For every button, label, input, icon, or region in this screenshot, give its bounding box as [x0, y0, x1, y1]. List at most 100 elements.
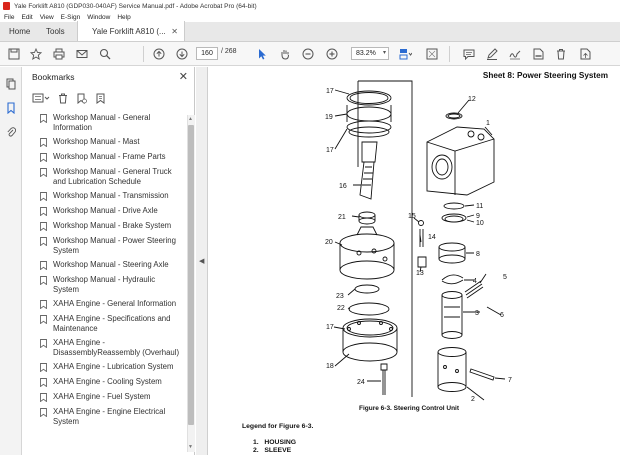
close-panel-icon[interactable]: ✕	[178, 71, 188, 83]
close-tab-icon[interactable]: ✕	[171, 26, 178, 36]
delete-bookmark-icon[interactable]	[56, 92, 69, 104]
window-title: Yale Forklift A810 (GDP030-040AF) Servic…	[14, 2, 257, 10]
hand-tool-icon[interactable]	[278, 46, 292, 62]
callout-number: 7	[508, 377, 512, 384]
tab-bar: Home Tools Yale Forklift A810 (... ✕	[0, 21, 620, 42]
callout-number: 17	[326, 324, 334, 331]
delete-icon[interactable]	[554, 46, 568, 62]
bookmark-item-label: Workshop Manual - General Truck and Lubr…	[53, 167, 172, 186]
tab-home[interactable]: Home	[9, 26, 31, 36]
panel-collapse-handle[interactable]: ◀	[196, 67, 208, 455]
options-menu-icon[interactable]	[32, 92, 50, 104]
bookmark-icon	[40, 168, 47, 177]
bookmark-item[interactable]: Workshop Manual - Steering Axle	[23, 260, 187, 270]
legend-title: Legend for Figure 6-3.	[242, 423, 314, 430]
comment-icon[interactable]	[462, 46, 476, 62]
bookmark-item[interactable]: Workshop Manual - Transmission	[23, 191, 187, 201]
bookmarks-scrollbar-thumb[interactable]	[188, 125, 194, 425]
sign-icon[interactable]	[508, 46, 522, 62]
bookmark-icon	[40, 237, 47, 246]
tab-tools[interactable]: Tools	[46, 26, 65, 36]
bookmark-item[interactable]: Workshop Manual - Mast	[23, 137, 187, 147]
expand-bookmark-icon[interactable]	[94, 92, 107, 104]
callout-number: 22	[337, 305, 345, 312]
new-bookmark-icon[interactable]	[75, 92, 88, 104]
bookmark-item-label: XAHA Engine - Cooling System	[53, 377, 162, 386]
bookmark-item[interactable]: XAHA Engine - DisassemblyReassembly (Ove…	[23, 338, 187, 357]
bookmark-item-label: XAHA Engine - Engine Electrical System	[53, 407, 166, 426]
bookmark-item[interactable]: Workshop Manual - Brake System	[23, 221, 187, 231]
page-layout-icon[interactable]	[397, 46, 413, 62]
menu-edit[interactable]: Edit	[21, 13, 33, 21]
select-cursor-icon[interactable]	[255, 46, 269, 62]
window-titlebar: Yale Forklift A810 (GDP030-040AF) Servic…	[0, 0, 620, 12]
legend-item-number: 1.	[253, 439, 259, 446]
bookmark-item[interactable]: Workshop Manual - Power Steering System	[23, 236, 187, 255]
attachments-icon[interactable]	[5, 126, 17, 138]
sheet-title: Sheet 8: Power Steering System	[482, 71, 608, 80]
menu-help[interactable]: Help	[117, 13, 131, 21]
callout-number: 6	[500, 312, 504, 319]
acrobat-app-icon	[3, 2, 10, 10]
callout-number: 17	[326, 88, 334, 95]
bookmark-item[interactable]: Workshop Manual - General Information	[23, 113, 187, 132]
bookmark-item[interactable]: Workshop Manual - Drive Axle	[23, 206, 187, 216]
bookmark-item-label: Workshop Manual - Brake System	[53, 221, 172, 230]
menu-view[interactable]: View	[39, 13, 54, 21]
scroll-down-icon[interactable]: ▼	[188, 444, 193, 450]
bookmarks-toolbar	[23, 89, 195, 107]
export-pdf-icon[interactable]	[578, 46, 592, 62]
bookmark-star-icon[interactable]	[29, 46, 43, 62]
bookmark-item-label: Workshop Manual - General Information	[53, 113, 151, 132]
bookmark-item[interactable]: Workshop Manual - Hydraulic System	[23, 275, 187, 294]
bookmark-item[interactable]: XAHA Engine - Lubrication System	[23, 362, 187, 372]
email-icon[interactable]	[75, 46, 89, 62]
redact-icon[interactable]	[531, 46, 545, 62]
zoom-out-icon[interactable]	[301, 46, 315, 62]
print-icon[interactable]	[52, 46, 66, 62]
bookmark-item[interactable]: XAHA Engine - Cooling System	[23, 377, 187, 387]
next-page-icon[interactable]	[175, 46, 189, 62]
zoom-level-select[interactable]: 83.2% ▾	[351, 47, 389, 60]
scroll-up-icon[interactable]: ▲	[188, 116, 193, 122]
callout-number: 11	[476, 203, 483, 210]
highlight-pen-icon[interactable]	[485, 46, 499, 62]
tab-document[interactable]: Yale Forklift A810 (... ✕	[77, 21, 185, 41]
bookmark-item[interactable]: XAHA Engine - Engine Electrical System	[23, 407, 187, 426]
menu-file[interactable]: File	[4, 13, 15, 21]
bookmark-item[interactable]: XAHA Engine - Fuel System	[23, 392, 187, 402]
callout-number: 21	[338, 214, 346, 221]
page-thumbnails-icon[interactable]	[5, 78, 17, 90]
callout-number: 15	[408, 213, 416, 220]
callout-number: 8	[476, 251, 480, 258]
bookmark-icon	[40, 276, 47, 285]
callout-number: 14	[428, 234, 436, 241]
search-icon[interactable]	[98, 46, 112, 62]
legend-item-label: SLEEVE	[264, 447, 292, 454]
callout-number: 1	[486, 120, 490, 127]
bookmarks-panel-icon[interactable]	[5, 102, 17, 114]
save-icon[interactable]	[7, 46, 21, 62]
previous-page-icon[interactable]	[152, 46, 166, 62]
menu-window[interactable]: Window	[87, 13, 111, 21]
menu-esign[interactable]: E-Sign	[60, 13, 81, 21]
bookmark-item[interactable]: XAHA Engine - Specifications and Mainten…	[23, 314, 187, 333]
menu-bar: File Edit View E-Sign Window Help	[0, 12, 620, 22]
left-navigation-rail	[0, 67, 22, 455]
bookmark-item-label: Workshop Manual - Steering Axle	[53, 260, 169, 269]
bookmark-item-label: Workshop Manual - Transmission	[53, 191, 169, 200]
page-number-input[interactable]: 160	[196, 47, 218, 60]
document-page: Sheet 8: Power Steering System	[209, 67, 620, 455]
bookmark-item-label: XAHA Engine - Lubrication System	[53, 362, 174, 371]
legend-item: 2. SLEEVE	[253, 447, 291, 454]
zoom-in-icon[interactable]	[325, 46, 339, 62]
bookmark-icon	[40, 222, 47, 231]
fit-page-icon[interactable]	[425, 46, 439, 62]
bookmark-item[interactable]: XAHA Engine - General Information	[23, 299, 187, 309]
bookmark-icon	[40, 363, 47, 372]
bookmark-icon	[40, 153, 47, 162]
bookmark-item[interactable]: Workshop Manual - Frame Parts	[23, 152, 187, 162]
bookmark-icon	[40, 114, 47, 123]
bookmark-item[interactable]: Workshop Manual - General Truck and Lubr…	[23, 167, 187, 186]
